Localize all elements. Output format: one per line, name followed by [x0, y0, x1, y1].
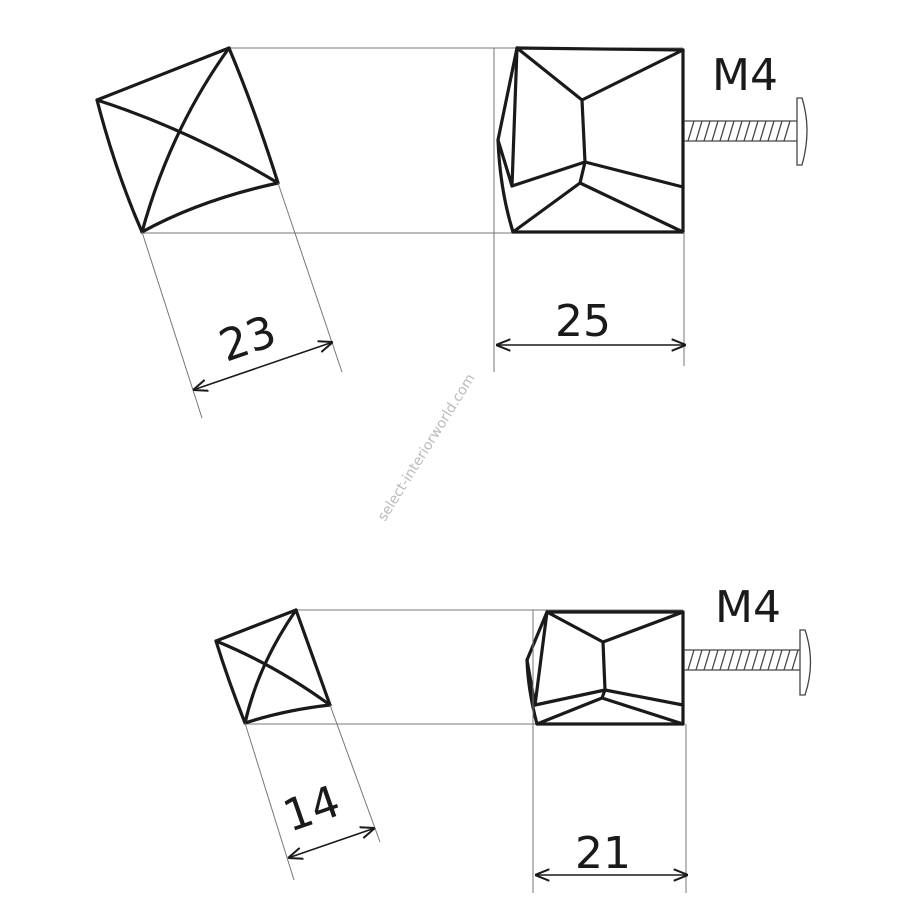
bottom-knob: M4 14 21 — [214, 582, 812, 893]
top-knob: M4 23 25 — [95, 46, 808, 419]
top-thread-label: M4 — [712, 50, 778, 101]
top-knob-front-view — [95, 46, 280, 234]
watermark: select-interiorworld.com — [375, 371, 479, 524]
top-guide-lines — [142, 47, 683, 234]
bottom-knob-side-view — [525, 610, 685, 726]
bottom-thread-label: M4 — [715, 582, 781, 633]
bottom-diameter-label: 14 — [277, 776, 347, 842]
bottom-length-dimension: 21 — [532, 610, 688, 893]
top-knob-side-view — [496, 46, 685, 234]
bottom-diameter-dimension: 14 — [244, 704, 381, 881]
top-length-dimension: 25 — [493, 48, 686, 372]
bottom-knob-front-view — [214, 608, 332, 725]
top-length-label: 25 — [555, 296, 611, 347]
bottom-length-label: 21 — [575, 828, 631, 879]
bottom-screw — [684, 629, 812, 696]
top-screw — [684, 97, 808, 166]
